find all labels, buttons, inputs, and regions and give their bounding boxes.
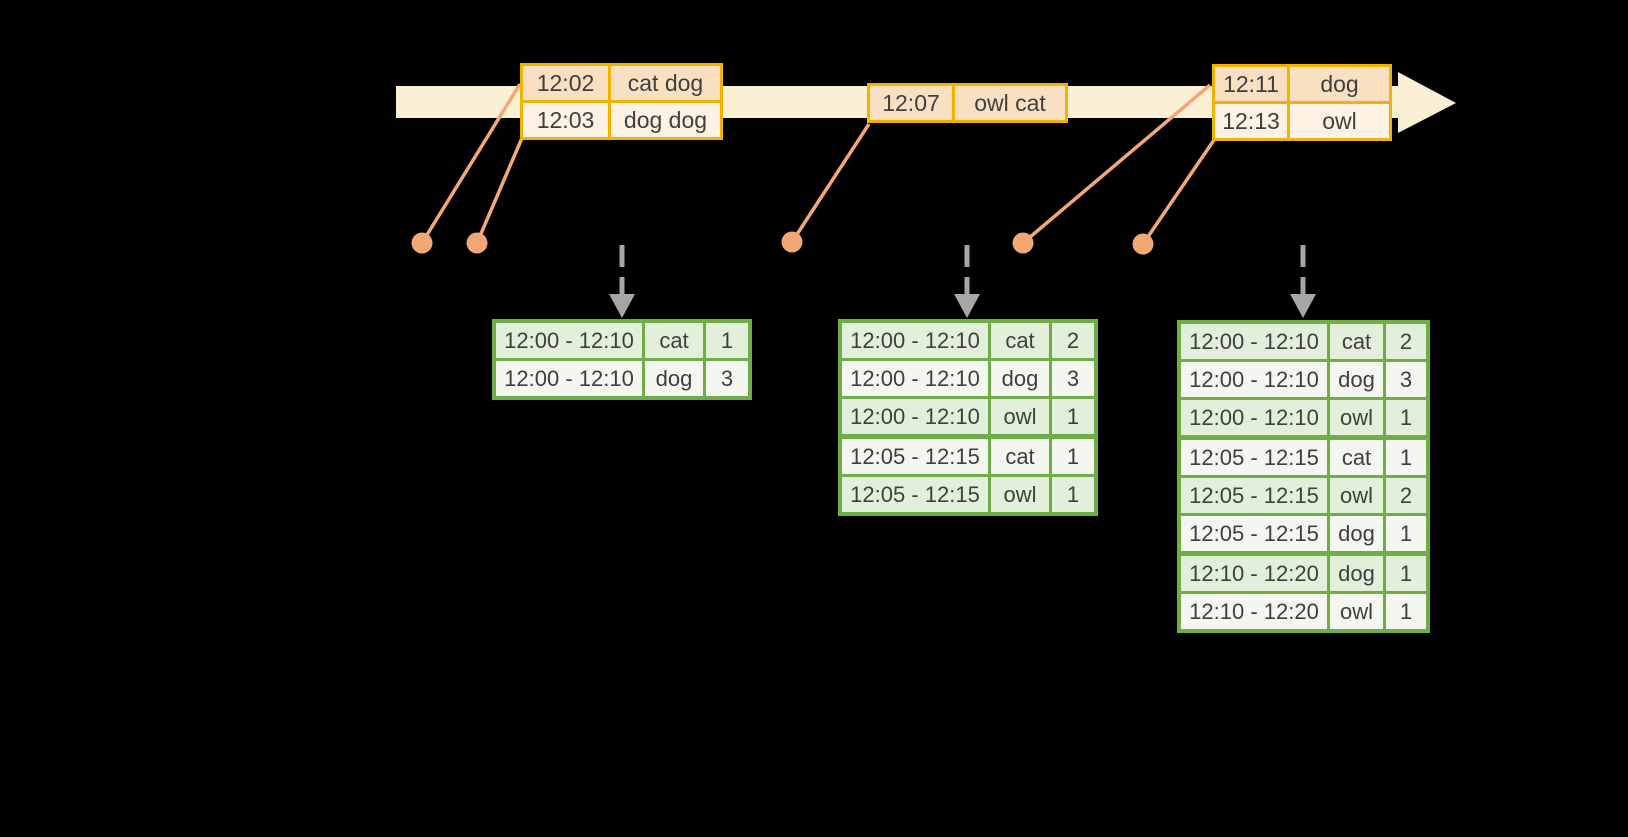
event-time-cell: 12:11	[1215, 67, 1287, 101]
word-cell: dog	[1330, 362, 1383, 397]
result-row: 12:00 - 12:10 dog 3	[496, 361, 748, 396]
count-cell: 1	[1386, 556, 1426, 591]
event-connector-line	[790, 123, 871, 243]
trigger-arrow	[1290, 245, 1316, 318]
word-cell: cat	[1330, 324, 1383, 359]
window-cell: 12:00 - 12:10	[1181, 400, 1327, 435]
window-cell: 12:05 - 12:15	[842, 439, 988, 474]
result-row: 12:10 - 12:20 dog 1	[1181, 556, 1426, 591]
result-row: 12:05 - 12:15 owl 1	[842, 477, 1094, 512]
word-cell: dog	[645, 361, 703, 396]
result-row: 12:00 - 12:10 dog 3	[1181, 362, 1426, 397]
word-cell: owl	[991, 399, 1049, 434]
event-table: 12:02 cat dog 12:03 dog dog	[520, 63, 723, 140]
word-cell: dog	[991, 361, 1049, 396]
event-row: 12:13 owl	[1215, 104, 1389, 138]
word-cell: dog	[1330, 516, 1383, 551]
event-row: 12:02 cat dog	[523, 66, 720, 100]
event-time-cell: 12:07	[870, 86, 952, 120]
window-cell: 12:00 - 12:10	[842, 399, 988, 434]
event-words-cell: dog	[1290, 67, 1389, 101]
count-cell: 1	[1386, 594, 1426, 629]
event-words-cell: owl	[1290, 104, 1389, 138]
count-cell: 2	[1052, 323, 1094, 358]
window-cell: 12:10 - 12:20	[1181, 594, 1327, 629]
count-cell: 1	[1386, 400, 1426, 435]
word-cell: owl	[1330, 594, 1383, 629]
window-cell: 12:00 - 12:10	[1181, 362, 1327, 397]
count-cell: 1	[1386, 516, 1426, 551]
event-words-cell: owl cat	[955, 86, 1065, 120]
event-dot	[466, 232, 488, 254]
result-row: 12:00 - 12:10 cat 2	[1181, 324, 1426, 359]
event-connector-line	[1021, 83, 1212, 245]
event-connector-line	[420, 83, 522, 244]
count-cell: 3	[1052, 361, 1094, 396]
event-dot	[1132, 233, 1154, 255]
event-row: 12:07 owl cat	[870, 86, 1065, 120]
word-cell: owl	[1330, 400, 1383, 435]
result-row: 12:00 - 12:10 cat 1	[496, 323, 748, 358]
trigger-arrow	[609, 245, 635, 318]
event-words-cell: cat dog	[611, 66, 720, 100]
window-cell: 12:05 - 12:15	[842, 477, 988, 512]
window-cell: 12:00 - 12:10	[842, 361, 988, 396]
result-table: 12:00 - 12:10 cat 2 12:00 - 12:10 dog 3 …	[1177, 320, 1430, 633]
result-row: 12:05 - 12:15 cat 1	[842, 439, 1094, 474]
result-row: 12:05 - 12:15 owl 2	[1181, 478, 1426, 513]
word-cell: cat	[991, 323, 1049, 358]
result-table: 12:00 - 12:10 cat 1 12:00 - 12:10 dog 3	[492, 319, 752, 400]
event-time-cell: 12:13	[1215, 104, 1287, 138]
window-cell: 12:00 - 12:10	[842, 323, 988, 358]
event-dot	[1012, 232, 1034, 254]
result-row: 12:05 - 12:15 cat 1	[1181, 440, 1426, 475]
word-cell: cat	[645, 323, 703, 358]
result-table: 12:00 - 12:10 cat 2 12:00 - 12:10 dog 3 …	[838, 319, 1098, 516]
count-cell: 1	[1052, 399, 1094, 434]
word-cell: owl	[991, 477, 1049, 512]
count-cell: 3	[706, 361, 748, 396]
window-cell: 12:00 - 12:10	[1181, 324, 1327, 359]
count-cell: 1	[1052, 477, 1094, 512]
result-row: 12:05 - 12:15 dog 1	[1181, 516, 1426, 551]
event-time-cell: 12:03	[523, 103, 608, 137]
event-table: 12:07 owl cat	[867, 83, 1068, 123]
window-cell: 12:05 - 12:15	[1181, 440, 1327, 475]
event-time-cell: 12:02	[523, 66, 608, 100]
word-cell: cat	[1330, 440, 1383, 475]
event-connector-line	[475, 137, 524, 244]
word-cell: cat	[991, 439, 1049, 474]
count-cell: 1	[1052, 439, 1094, 474]
result-row: 12:10 - 12:20 owl 1	[1181, 594, 1426, 629]
event-dot	[411, 232, 433, 254]
count-cell: 3	[1386, 362, 1426, 397]
result-row: 12:00 - 12:10 cat 2	[842, 323, 1094, 358]
event-table: 12:11 dog 12:13 owl	[1212, 64, 1392, 141]
count-cell: 2	[1386, 324, 1426, 359]
result-row: 12:00 - 12:10 dog 3	[842, 361, 1094, 396]
event-words-cell: dog dog	[611, 103, 720, 137]
trigger-arrow	[954, 245, 980, 318]
word-cell: owl	[1330, 478, 1383, 513]
window-cell: 12:00 - 12:10	[496, 361, 642, 396]
result-row: 12:00 - 12:10 owl 1	[1181, 400, 1426, 435]
result-row: 12:00 - 12:10 owl 1	[842, 399, 1094, 434]
event-dot	[781, 231, 803, 253]
count-cell: 1	[706, 323, 748, 358]
window-cell: 12:05 - 12:15	[1181, 516, 1327, 551]
window-cell: 12:05 - 12:15	[1181, 478, 1327, 513]
window-cell: 12:10 - 12:20	[1181, 556, 1327, 591]
event-row: 12:03 dog dog	[523, 103, 720, 137]
event-row: 12:11 dog	[1215, 67, 1389, 101]
window-cell: 12:00 - 12:10	[496, 323, 642, 358]
count-cell: 1	[1386, 440, 1426, 475]
event-connector-line	[1141, 139, 1216, 245]
word-cell: dog	[1330, 556, 1383, 591]
count-cell: 2	[1386, 478, 1426, 513]
